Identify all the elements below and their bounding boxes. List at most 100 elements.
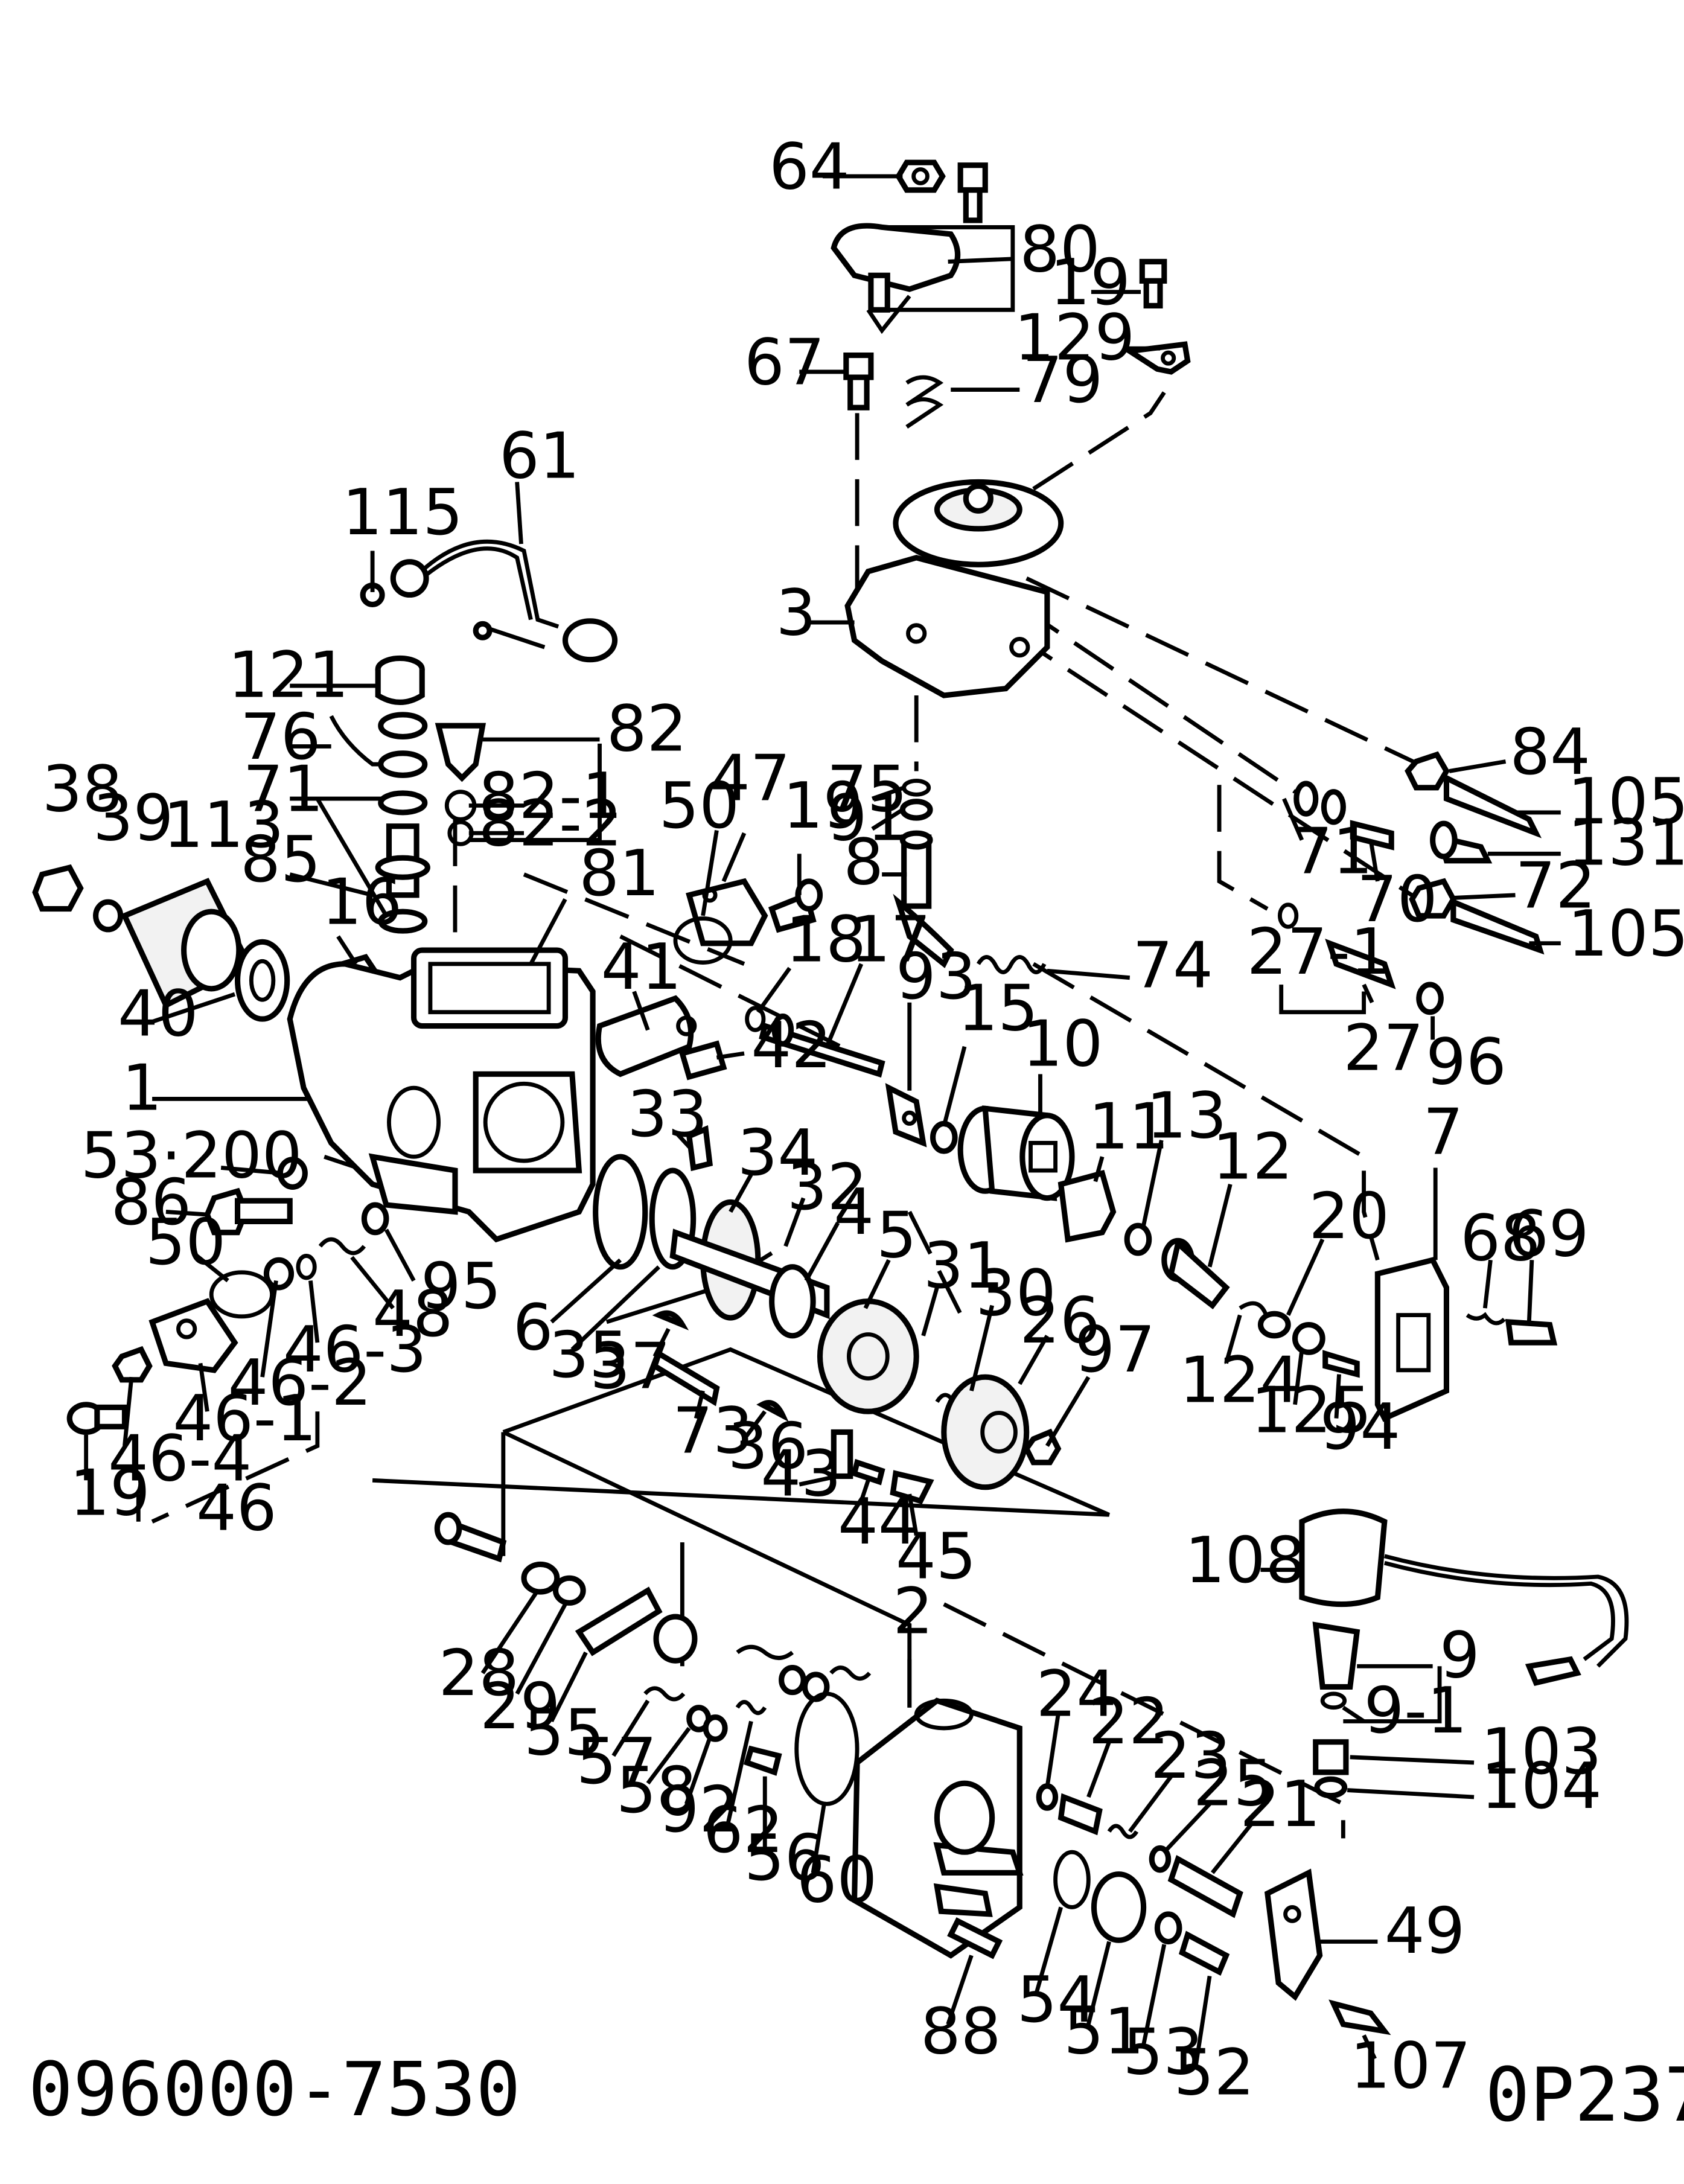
- callout-67: 67: [744, 325, 825, 399]
- callout-55: 55: [524, 1696, 605, 1769]
- callout-46-2: 46-2: [228, 1346, 372, 1420]
- coupling-10: [957, 1105, 1075, 1201]
- plate-55: [575, 1586, 663, 1656]
- spring-48: [318, 1237, 366, 1256]
- callout-80: 80: [1019, 212, 1100, 286]
- rotor-5: [817, 1298, 919, 1414]
- callout-19c: 19: [69, 1456, 150, 1530]
- bolt-107: [1328, 1999, 1391, 2036]
- plunger-12: [1161, 1237, 1230, 1309]
- callout-45: 45: [896, 1519, 977, 1593]
- bolt-52: [1178, 1930, 1230, 1976]
- washer-28: [521, 1561, 560, 1595]
- washer-29: [552, 1575, 586, 1606]
- callout-56: 56: [744, 1821, 825, 1895]
- bolt-19-lower: [66, 1402, 128, 1435]
- plug-46-2: [263, 1257, 295, 1291]
- callout-1: 1: [122, 1052, 162, 1125]
- callout-124: 124: [1179, 1343, 1300, 1417]
- callout-69: 69: [1508, 1197, 1589, 1271]
- callout-121: 121: [228, 638, 349, 712]
- callout-50: 50: [659, 769, 740, 843]
- cap-121: [375, 655, 425, 705]
- callout-24: 24: [1036, 1657, 1117, 1731]
- callout-68: 68: [1460, 1201, 1541, 1275]
- nut-72: [1409, 878, 1457, 919]
- callout-50b: 50: [145, 1205, 226, 1279]
- callout-27: 27: [1343, 1012, 1424, 1085]
- callout-97: 97: [1075, 1313, 1156, 1387]
- linkage-plate-80: [831, 223, 961, 334]
- callout-36: 36: [728, 1410, 809, 1483]
- callout-7: 7: [1423, 1096, 1464, 1169]
- callout-2: 2: [893, 1575, 933, 1649]
- callout-81: 81: [579, 837, 660, 910]
- washer-24: [1036, 1783, 1059, 1811]
- washer-25: [1149, 1845, 1172, 1873]
- callout-95: 95: [421, 1250, 502, 1323]
- holder-21: [1167, 1854, 1243, 1918]
- callout-21: 21: [1240, 1767, 1321, 1841]
- callout-25: 25: [1193, 1747, 1274, 1821]
- callout-37: 37: [590, 1329, 671, 1403]
- o-ring-50-top: [673, 916, 733, 965]
- callout-34: 34: [738, 1116, 818, 1190]
- callout-115: 115: [342, 476, 463, 549]
- callout-43: 43: [761, 1437, 841, 1510]
- valve-22: [1057, 1793, 1103, 1836]
- callout-85: 85: [240, 823, 321, 896]
- callout-125: 125: [1251, 1373, 1372, 1447]
- solenoid-108: [1299, 1509, 1629, 1686]
- shaft-17: [759, 1013, 885, 1078]
- shaft-32: [669, 1228, 830, 1339]
- callout-10: 10: [1022, 1007, 1103, 1081]
- nut-38: [32, 864, 84, 912]
- callout-8: 8: [843, 826, 884, 899]
- washer-39: [93, 899, 124, 933]
- callout-6: 6: [513, 1291, 553, 1365]
- sleeve-41: [595, 995, 697, 1078]
- springs-57-58-92-62: [643, 1644, 872, 1742]
- callout-105: 105: [1568, 765, 1684, 838]
- bracket-129: [1121, 341, 1191, 375]
- spring-74: [976, 955, 1047, 974]
- callout-61: 61: [499, 420, 580, 493]
- callout-58: 58: [616, 1754, 697, 1827]
- callout-19: 19: [1050, 246, 1131, 319]
- callout-39: 39: [93, 782, 174, 855]
- callout-48: 48: [372, 1277, 453, 1351]
- bolt-85: [375, 823, 430, 898]
- callout-47: 47: [710, 741, 791, 815]
- callout-18: 18: [785, 902, 866, 976]
- callout-82-1: 82-1: [479, 759, 622, 833]
- washer-20: [1257, 1311, 1291, 1339]
- plate-6: [593, 1154, 648, 1270]
- washer-13: [1124, 1222, 1152, 1256]
- fitting-103: [1313, 1739, 1349, 1775]
- plate-26: [941, 1374, 1030, 1490]
- pin-43: [831, 1429, 853, 1480]
- callout-12: 12: [1213, 1120, 1293, 1194]
- nut-64: [895, 159, 946, 193]
- o-ring-50-lower: [209, 1270, 275, 1319]
- spring-79: [905, 375, 944, 429]
- callout-71: 71: [243, 753, 324, 826]
- callout-86: 86: [111, 1166, 192, 1239]
- callout-103: 103: [1481, 1715, 1601, 1789]
- callout-104: 104: [1481, 1749, 1601, 1823]
- callout-32: 32: [787, 1151, 868, 1224]
- nut-46-4: [112, 1346, 153, 1383]
- governor-cover-3: [844, 479, 1064, 698]
- sleeve-125: [1292, 1321, 1325, 1355]
- spring-23: [1107, 1824, 1139, 1839]
- screw-19-top: [1139, 258, 1167, 308]
- callout-27-1: 27-1: [1247, 915, 1391, 989]
- callout-40: 40: [118, 977, 199, 1050]
- spring-68: [1466, 1312, 1506, 1326]
- wire-harness-61: [360, 539, 618, 663]
- callout-71b: 71: [1292, 814, 1373, 888]
- callout-15: 15: [958, 971, 1039, 1045]
- o-ring-54: [1053, 1850, 1091, 1909]
- callout-93: 93: [896, 940, 977, 1014]
- bolt-80: [957, 162, 988, 223]
